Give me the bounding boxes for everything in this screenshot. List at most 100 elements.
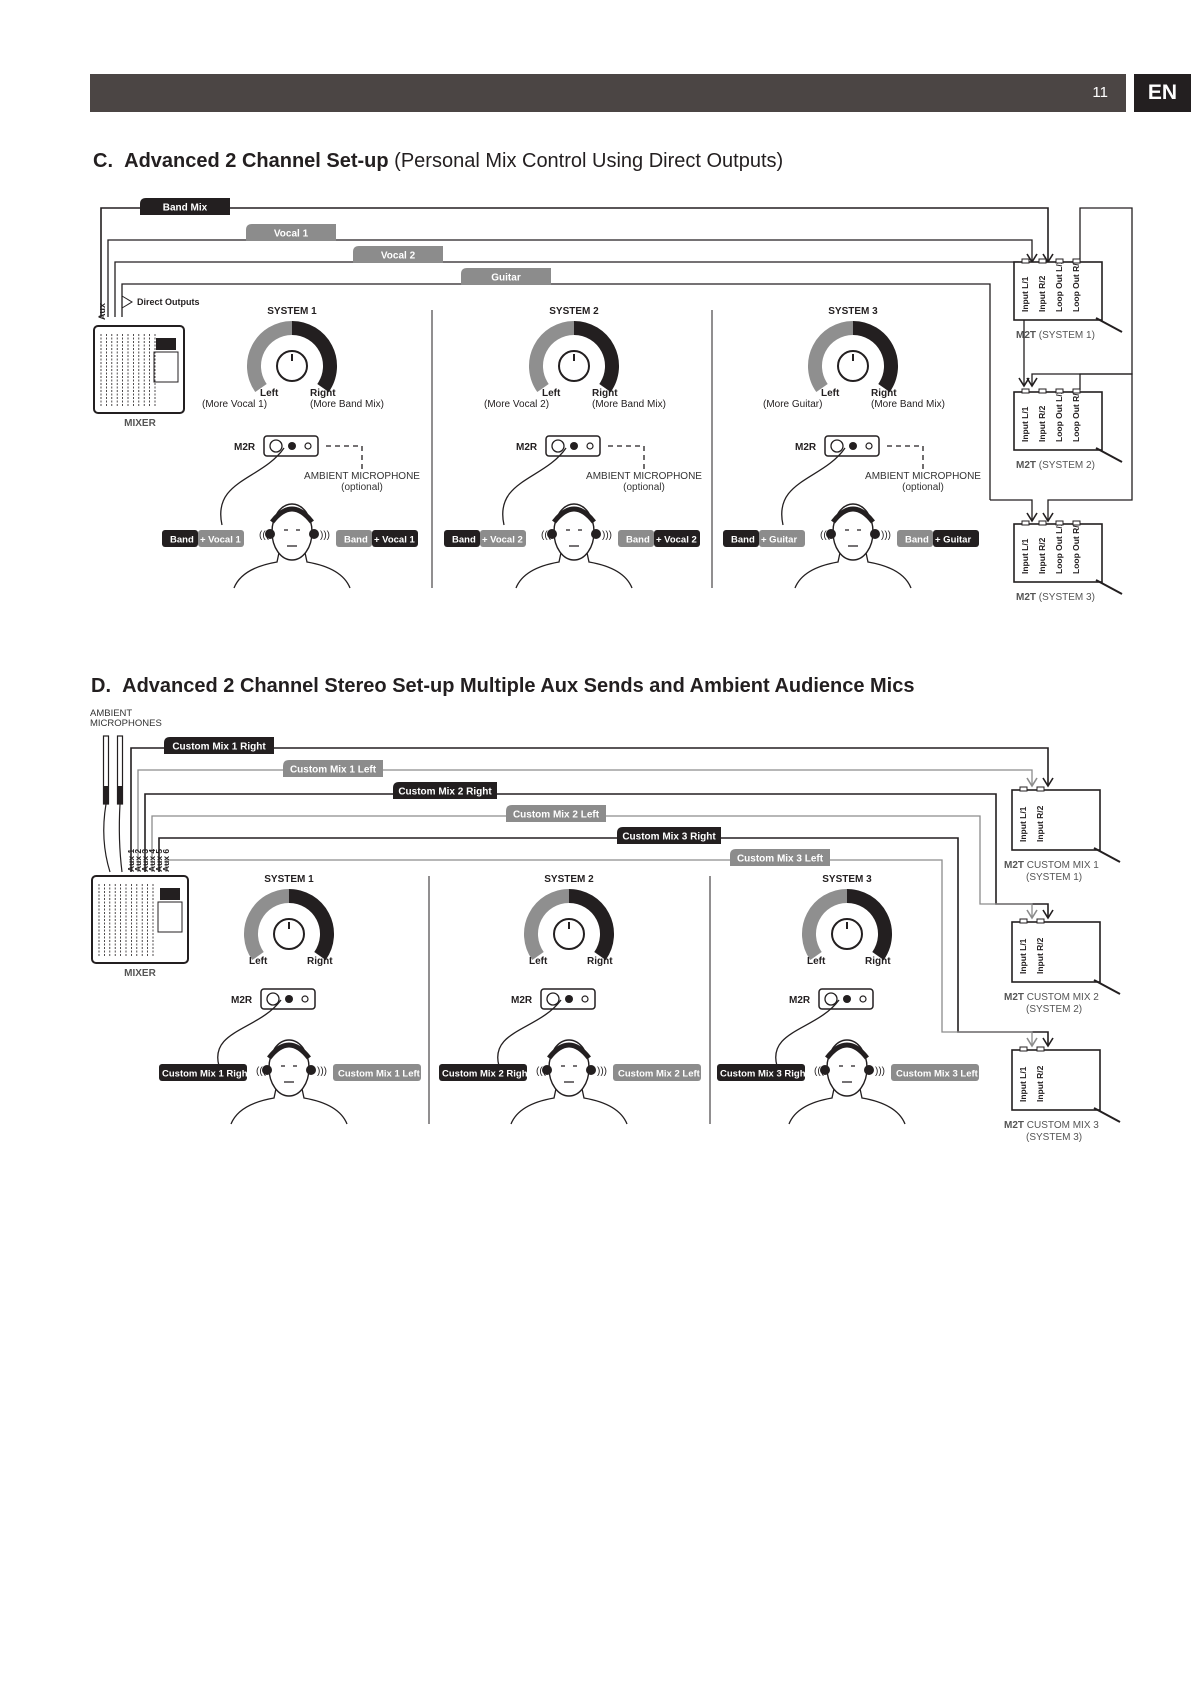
ambient-mic-grip [103,786,109,804]
ear-tag-right-part-a [618,530,654,547]
receiver [540,988,596,1010]
transmitter-body [1011,921,1101,983]
receiver-knob-icon [865,442,873,450]
earphone-cable [781,447,846,526]
tag-custom-mix-2-right-shape [393,782,497,799]
transmitter-body [1013,391,1103,451]
section-c-title-bold: Advanced 2 Channel Set-up [124,150,389,172]
dial-right-label: Right [310,388,336,399]
system-name: SYSTEM 3 [828,306,878,317]
earpiece-left-icon [265,529,275,539]
transmitter-port-icon [1072,388,1081,394]
earphone-cable [497,999,562,1067]
receiver-led-icon [565,995,573,1003]
cable-vocal-1 [107,239,1033,317]
aux-send-label: Aux 4 [147,849,157,872]
transmitter-name: M2T [1004,1120,1024,1131]
transmitter-port-icon [1021,258,1030,264]
dial-knob-icon [553,918,585,950]
dial-right-label: Right [307,956,333,967]
transmitter-port-label: Input R/2 [1037,405,1047,442]
transmitter-sub-2: (SYSTEM 1) [1026,872,1082,883]
section-c-title-rest: (Personal Mix Control Using Direct Outpu… [388,150,784,172]
mixer-meter [160,888,180,900]
aux-label: Aux [97,303,107,320]
wave-left-icon: ((( [536,1066,547,1077]
receiver-label: M2R [795,442,817,453]
dial-left-sub: (More Vocal 2) [484,399,549,410]
earphone-cable [502,447,567,526]
ear-tag-right-part-b [372,530,418,547]
system-name: SYSTEM 2 [544,874,594,885]
mic-sub-label: (optional) [902,482,944,493]
dial-knob-icon [831,918,863,950]
ear-tag-right [613,1064,701,1081]
tag-custom-mix-2-left-shape [506,805,606,822]
transmitter-body [1011,1049,1101,1111]
receiver-jack-icon [824,992,838,1006]
arrow-custom-mix [1042,909,1054,920]
shoulders [510,1083,628,1125]
hair [825,1042,869,1060]
transmitter-port-label: Input R/2 [1035,1065,1045,1102]
transmitter-port-label: Input R/2 [1035,805,1045,842]
transmitter-port-icon [1036,918,1045,924]
antenna-icon [1095,447,1123,463]
performer: ((())) [233,503,351,589]
transmitter-sub: CUSTOM MIX 1 [1024,860,1099,871]
earpiece-right-icon [309,529,319,539]
ear-tag-right-part-b [654,530,700,547]
antenna-icon [1095,579,1123,595]
shoulders [230,1083,348,1125]
wave-left-icon: ((( [541,530,552,541]
transmitter-sub: CUSTOM MIX 3 [1024,1120,1099,1131]
transmitter-sub-2: (SYSTEM 2) [1026,1004,1082,1015]
direct-outputs-label: Direct Outputs [137,297,200,307]
section-c-letter: C. [93,150,113,172]
transmitter-port-icon [1055,388,1064,394]
ear-tag-right-text-b: + Vocal 1 [374,535,415,546]
ambient-mic-cable [103,803,111,873]
receiver-jack-icon [830,439,844,453]
tag-custom-mix-1-left-shape [283,760,383,777]
transmitter-sub: CUSTOM MIX 2 [1024,992,1099,1003]
transmitter-port-icon [1038,258,1047,264]
hair [547,1042,591,1060]
earpiece-left-icon [547,529,557,539]
cable-custom-mix [144,793,1049,918]
dial [808,321,898,393]
receiver-knob-icon [586,442,594,450]
tag-custom-mix-2-left-text: Custom Mix 2 Left [513,810,600,821]
dial-right-sub: (More Band Mix) [310,399,384,410]
receiver [545,435,601,457]
transmitter-port-icon [1036,1046,1045,1052]
ear-tag-right-text-a: Band [344,535,368,546]
section-d-title: D. Advanced 2 Channel Stereo Set-up Mult… [91,675,914,698]
cable-loop-2 [1047,373,1133,520]
dial-arc-right [573,321,619,393]
transmitter-port-label: Input L/1 [1020,406,1030,442]
tag-guitar-shape [461,268,551,285]
receiver [263,435,319,457]
system-name: SYSTEM 1 [267,306,317,317]
ear-tag-left-text: Custom Mix 3 Right [720,1069,810,1080]
transmitter-name: M2T [1004,860,1024,871]
receiver-led-icon [570,442,578,450]
earpiece-right-icon [306,1065,316,1075]
ear-tag-right-part-b [933,530,979,547]
earpiece-left-icon [826,529,836,539]
transmitter-port-label: Loop Out L/1 [1054,521,1064,574]
transmitter-port-icon [1019,1046,1028,1052]
arrow-custom-mix [1026,777,1038,788]
ear-tag-left-part-a [444,530,480,547]
receiver-knob-icon [301,995,309,1003]
dial-left-label: Left [542,388,561,399]
transmitter-port-icon [1038,520,1047,526]
arrow-custom-mix [1026,1037,1038,1048]
transmitter-port-icon [1072,258,1081,264]
transmitter-port-icon [1055,258,1064,264]
mic-label: AMBIENT MICROPHONE [865,471,981,482]
receiver-led-icon [843,995,851,1003]
